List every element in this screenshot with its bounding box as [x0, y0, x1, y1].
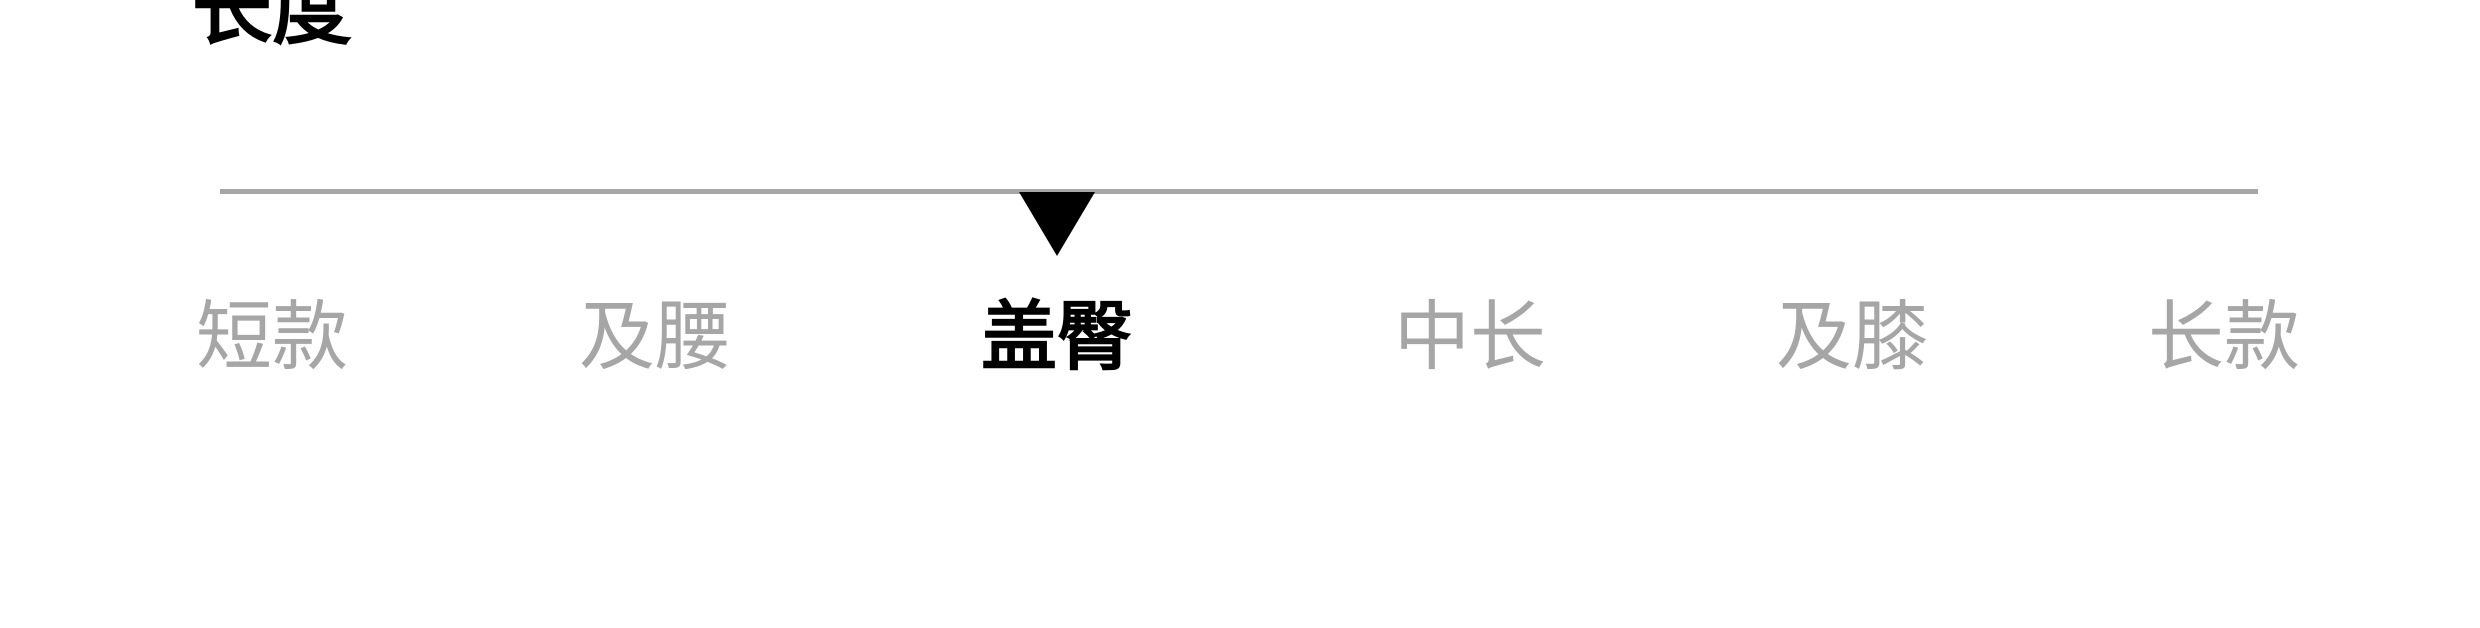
- length-option-hip[interactable]: 盖臀: [981, 292, 1133, 381]
- section-title: 长度: [192, 0, 352, 56]
- length-option-short[interactable]: 短款: [196, 292, 348, 381]
- length-option-long[interactable]: 长款: [2148, 292, 2300, 381]
- length-option-mid[interactable]: 中长: [1394, 292, 1546, 381]
- length-option-waist[interactable]: 及腰: [579, 292, 731, 381]
- slider-pointer-icon[interactable]: [1019, 192, 1095, 256]
- length-option-knee[interactable]: 及膝: [1776, 292, 1928, 381]
- slider-track[interactable]: [220, 189, 2258, 194]
